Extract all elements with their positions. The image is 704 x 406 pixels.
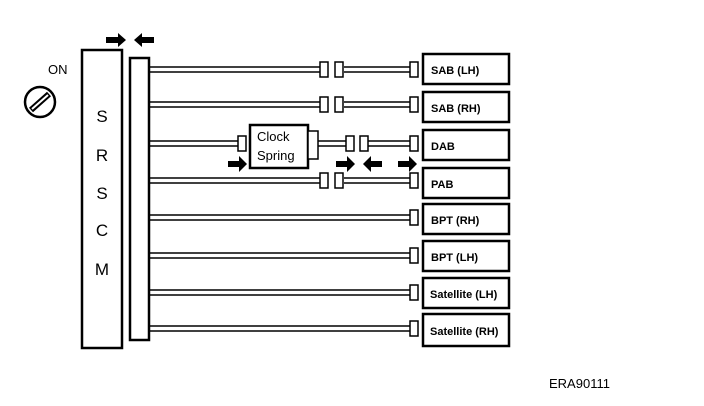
figure-id: ERA90111: [549, 376, 610, 391]
arrow-right-icon: [106, 33, 126, 47]
wire-bpt-lh: [149, 247, 419, 264]
component-connector: [409, 284, 419, 301]
wire-dab: Clock Spring: [149, 123, 419, 170]
component-connector: [409, 172, 419, 189]
wire-pab: [149, 172, 419, 189]
srscm-letter: S: [96, 107, 107, 126]
component-sab-rh: [421, 90, 511, 124]
component-label: DAB: [431, 141, 455, 153]
component-label: Satellite (LH): [430, 289, 498, 301]
component-connector: [409, 320, 419, 337]
component-bpt-lh: [421, 239, 511, 273]
harness-wires: Clock Spring: [149, 61, 419, 337]
component-bpt-rh: [421, 202, 511, 236]
wire-satellite-lh: [149, 284, 419, 301]
arrow-left-icon: [134, 33, 154, 47]
arrow-right-icon: [336, 156, 355, 172]
switch-on-label: ON: [48, 62, 68, 77]
inline-connector: [237, 135, 247, 152]
srscm-letter: R: [96, 146, 108, 165]
component-sab-lh: [421, 52, 511, 86]
component-label: BPT (RH): [431, 215, 480, 227]
wire-sab-rh: [149, 96, 419, 113]
srscm-box: [80, 48, 124, 350]
srscm-letter: M: [95, 260, 109, 279]
disconnect-arrows: [228, 156, 417, 172]
srscm-module: S R S C M: [80, 48, 124, 350]
inline-connector: [319, 172, 329, 189]
inline-connector: [319, 61, 329, 78]
component-label: PAB: [431, 179, 453, 191]
component-boxes: SAB (LH) SAB (RH) DAB PAB BPT (RH) BPT (…: [421, 52, 511, 348]
component-dab: [421, 128, 511, 162]
component-label: BPT (LH): [431, 252, 478, 264]
arrow-right-icon: [398, 156, 417, 172]
inline-connector: [334, 172, 344, 189]
main-connector: [128, 56, 151, 342]
inline-connector: [334, 96, 344, 113]
wire-bpt-rh: [149, 209, 419, 226]
arrow-right-icon: [228, 156, 247, 172]
inline-connector: [345, 135, 355, 152]
component-pab: [421, 166, 511, 200]
connector-arrows-top: [106, 33, 154, 47]
component-connector: [409, 96, 419, 113]
component-satellite-rh: [421, 312, 511, 348]
component-connector: [409, 247, 419, 264]
component-connector: [409, 135, 419, 152]
component-satellite-lh: [421, 276, 511, 310]
key-switch: ON: [23, 62, 68, 119]
wire-satellite-rh: [149, 320, 419, 337]
clock-spring-label: Clock: [257, 129, 290, 144]
inline-connector: [319, 96, 329, 113]
arrow-left-icon: [363, 156, 382, 172]
inline-connector: [334, 61, 344, 78]
wire-sab-lh: [149, 61, 419, 78]
clock-spring-harness: [307, 130, 319, 160]
srscm-letter: S: [96, 184, 107, 203]
component-connector: [409, 209, 419, 226]
inline-connector: [359, 135, 369, 152]
clock-spring-label: Spring: [257, 148, 295, 163]
component-label: SAB (LH): [431, 65, 480, 77]
srscm-letter: C: [96, 221, 108, 240]
component-connector: [409, 61, 419, 78]
component-label: SAB (RH): [431, 103, 481, 115]
component-label: Satellite (RH): [430, 326, 499, 338]
